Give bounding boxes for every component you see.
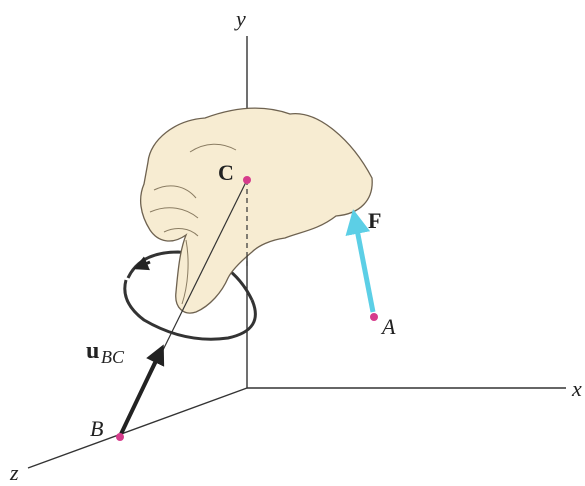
point-b-marker [116, 433, 124, 441]
unit-vector-subscript-label: BC [101, 347, 125, 367]
finger-crease-2 [149, 207, 199, 219]
point-c-marker [243, 176, 251, 184]
x-axis-label: x [571, 376, 582, 401]
hand-body [139, 107, 373, 314]
finger-crease-3 [163, 228, 199, 237]
force-f-label: F [368, 208, 381, 233]
point-c-label: C [218, 160, 234, 185]
point-a-marker [370, 313, 378, 321]
point-a-label: A [380, 314, 396, 339]
z-axis [27, 387, 248, 469]
finger-crease-1 [153, 185, 197, 199]
unit-vector-u-label: u [86, 338, 99, 364]
z-axis-label: z [9, 460, 19, 485]
rotation-direction-arrow [133, 256, 151, 271]
y-axis-label: y [234, 6, 246, 31]
force-f-arrow [345, 209, 376, 313]
right-hand-illustration [139, 107, 373, 314]
unit-vector-u-bc-arrow [119, 344, 165, 435]
rotation-ring-front [123, 279, 257, 341]
knuckle-line [189, 143, 237, 153]
point-b-label: B [90, 416, 103, 441]
thumb-outline [181, 239, 189, 305]
